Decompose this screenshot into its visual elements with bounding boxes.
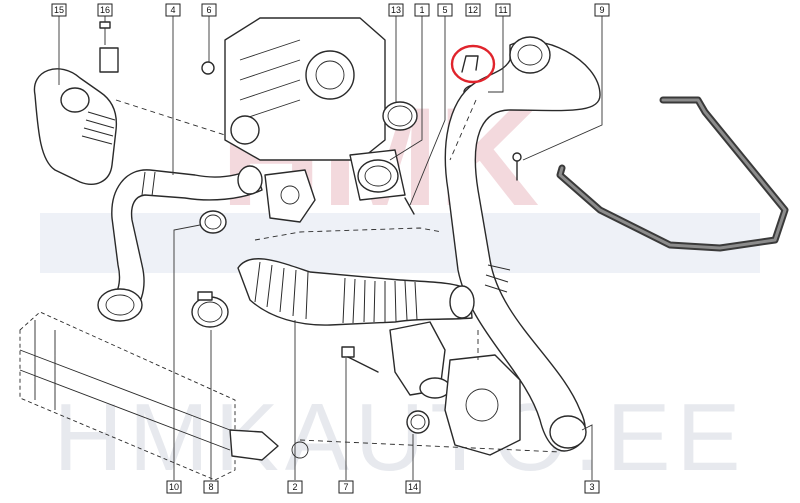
part-hose-15 (33, 47, 119, 185)
part-clamp-10 (199, 210, 227, 234)
callout-4[interactable]: 4 (165, 3, 181, 17)
part-corrugated-hose-2 (237, 258, 475, 326)
part-photo-bent-pipe (556, 96, 789, 252)
part-adaptor-1 (349, 149, 406, 201)
assembly-lines (115, 99, 561, 453)
part-gasket-14 (406, 410, 430, 434)
svg-text:2: 2 (292, 482, 297, 492)
callout-13[interactable]: 13 (388, 3, 404, 17)
callout-3[interactable]: 3 (584, 480, 600, 494)
svg-text:7: 7 (343, 482, 348, 492)
part-bolt-16 (99, 21, 111, 45)
svg-text:6: 6 (206, 5, 211, 15)
callout-5[interactable]: 5 (437, 3, 453, 17)
part-intercooler (19, 311, 309, 481)
callout-16[interactable]: 16 (97, 3, 113, 17)
part-engine-block (444, 354, 521, 456)
callout-15[interactable]: 15 (51, 3, 67, 17)
svg-text:12: 12 (468, 5, 478, 15)
svg-text:15: 15 (54, 5, 64, 15)
callout-6[interactable]: 6 (201, 3, 217, 17)
svg-text:10: 10 (169, 482, 179, 492)
callout-2[interactable]: 2 (287, 480, 303, 494)
watermark-text: HMKAUTO.EE (54, 384, 747, 491)
callout-7[interactable]: 7 (338, 480, 354, 494)
watermark-band (40, 213, 760, 273)
callout-10[interactable]: 10 (166, 480, 182, 494)
svg-text:9: 9 (599, 5, 604, 15)
callout-8[interactable]: 8 (203, 480, 219, 494)
part-intake-pipe (444, 36, 601, 452)
part-actuator (264, 169, 316, 223)
callout-14[interactable]: 14 (405, 480, 421, 494)
part-turbo-housing (224, 17, 386, 161)
part-bolt-7 (341, 346, 379, 373)
callout-11[interactable]: 11 (495, 3, 511, 17)
svg-text:8: 8 (208, 482, 213, 492)
svg-text:14: 14 (408, 482, 418, 492)
svg-text:16: 16 (100, 5, 110, 15)
svg-text:3: 3 (589, 482, 594, 492)
svg-text:11: 11 (498, 5, 507, 15)
part-clamp-8 (191, 291, 229, 328)
part-manifold (389, 321, 451, 399)
leader-lines (58, 14, 603, 480)
highlight-ring-part-12 (450, 44, 496, 84)
callout-12[interactable]: 12 (465, 3, 481, 17)
callout-1[interactable]: 1 (414, 3, 430, 17)
svg-text:5: 5 (442, 5, 447, 15)
svg-text:1: 1 (419, 5, 424, 15)
svg-text:13: 13 (391, 5, 401, 15)
part-hose-4 (97, 165, 263, 322)
callout-9[interactable]: 9 (594, 3, 610, 17)
part-bolt-5 (404, 197, 415, 215)
svg-text:4: 4 (170, 5, 175, 15)
part-nut-6 (201, 61, 215, 75)
callout-labels: 15 16 4 6 13 1 5 12 11 9 10 8 2 7 14 3 (51, 3, 610, 494)
